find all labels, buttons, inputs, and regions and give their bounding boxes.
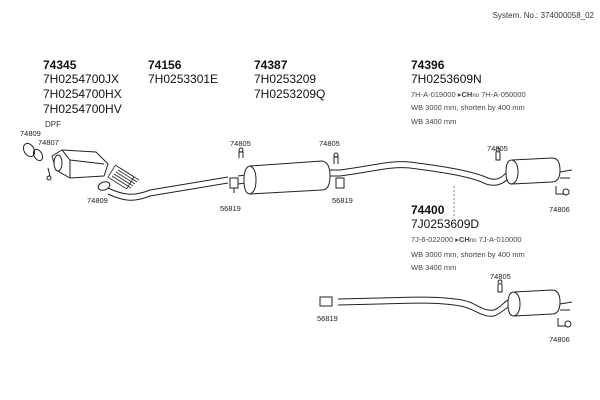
gasket-74807 bbox=[32, 148, 44, 162]
part-code: 7H0254700HV bbox=[43, 102, 122, 116]
part-number-74345: 74345 bbox=[43, 58, 77, 72]
wheelbase-note: WB 3400 mm bbox=[411, 117, 457, 126]
callout-74805: 74805 bbox=[487, 144, 508, 153]
part-code: 7J0253609D bbox=[411, 217, 480, 231]
callout-74806: 74806 bbox=[549, 205, 570, 214]
hanger-74805-b bbox=[333, 152, 339, 164]
part-code: 7H0253609N bbox=[411, 72, 482, 86]
callout-74805: 74805 bbox=[490, 272, 511, 281]
range-arrow-icon: ▸ bbox=[455, 235, 459, 244]
range-sub: no bbox=[469, 238, 477, 244]
range-symbol: CH bbox=[458, 235, 470, 244]
chassis-range-74396: 7H-A-019000 ▸CHno 7H-A-050000 bbox=[411, 90, 526, 99]
callout-56819: 56819 bbox=[220, 204, 241, 213]
hanger-74805-d bbox=[497, 279, 503, 293]
hanger-74805-c bbox=[495, 147, 501, 161]
callout-74805: 74805 bbox=[319, 139, 340, 148]
rear-pipe-74396 bbox=[330, 161, 509, 180]
part-code: 7H0253209 bbox=[254, 72, 317, 86]
system-number: System. No.: 374000058_02 bbox=[492, 11, 594, 20]
hanger-74805-a bbox=[238, 147, 244, 158]
part-code: 7H0254700JX bbox=[43, 72, 120, 86]
clamp-56819-a bbox=[229, 177, 239, 189]
rear-silencer-lower bbox=[507, 289, 573, 317]
range-from: 7H-A-019000 bbox=[411, 90, 456, 99]
rear-pipe-74400 bbox=[337, 296, 509, 311]
range-from: 7J-6-022000 bbox=[411, 235, 454, 244]
part-code: 7H0254700HX bbox=[43, 87, 122, 101]
flex-pipe bbox=[107, 164, 140, 190]
wheelbase-note: WB 3400 mm bbox=[411, 263, 457, 272]
callout-74809: 74809 bbox=[87, 196, 108, 205]
part-code: 7H0253301E bbox=[148, 72, 219, 86]
hanger-74806-a bbox=[555, 186, 570, 196]
callout-74806: 74806 bbox=[549, 335, 570, 344]
part-number-74400: 74400 bbox=[411, 203, 445, 217]
chassis-range-74400: 7J-6-022000 ▸CHno 7J-A-010000 bbox=[411, 235, 522, 244]
clamp-56819-c bbox=[319, 296, 333, 307]
callout-74809: 74809 bbox=[20, 129, 41, 138]
range-sub: no bbox=[472, 93, 480, 99]
hanger-74806-b bbox=[557, 318, 572, 328]
range-symbol: CH bbox=[461, 90, 473, 99]
front-pipe-74156 bbox=[107, 176, 229, 195]
callout-56819: 56819 bbox=[317, 314, 338, 323]
callout-56819: 56819 bbox=[332, 196, 353, 205]
part-number-74396: 74396 bbox=[411, 58, 445, 72]
callout-74807: 74807 bbox=[38, 138, 59, 147]
middle-silencer-74387 bbox=[243, 160, 331, 195]
range-arrow-icon: ▸ bbox=[457, 90, 462, 99]
gasket-74809-upper bbox=[22, 142, 36, 158]
clamp-56819-b bbox=[335, 177, 345, 189]
range-to: 7J-A-010000 bbox=[478, 235, 522, 244]
clamp-74809-lower bbox=[97, 181, 111, 191]
part-number-74156: 74156 bbox=[148, 58, 182, 72]
part-note-dpf: DPF bbox=[45, 120, 61, 129]
part-number-74387: 74387 bbox=[254, 58, 288, 72]
wheelbase-note: WB 3000 mm, shorten by 400 mm bbox=[411, 250, 525, 259]
rear-silencer-upper bbox=[505, 157, 573, 185]
wheelbase-note: WB 3000 mm, shorten by 400 mm bbox=[411, 103, 525, 112]
range-to: 7H-A-050000 bbox=[481, 90, 526, 99]
callout-74805: 74805 bbox=[230, 139, 251, 148]
dpf-converter-74345 bbox=[46, 149, 109, 181]
part-code: 7H0253209Q bbox=[254, 87, 326, 101]
